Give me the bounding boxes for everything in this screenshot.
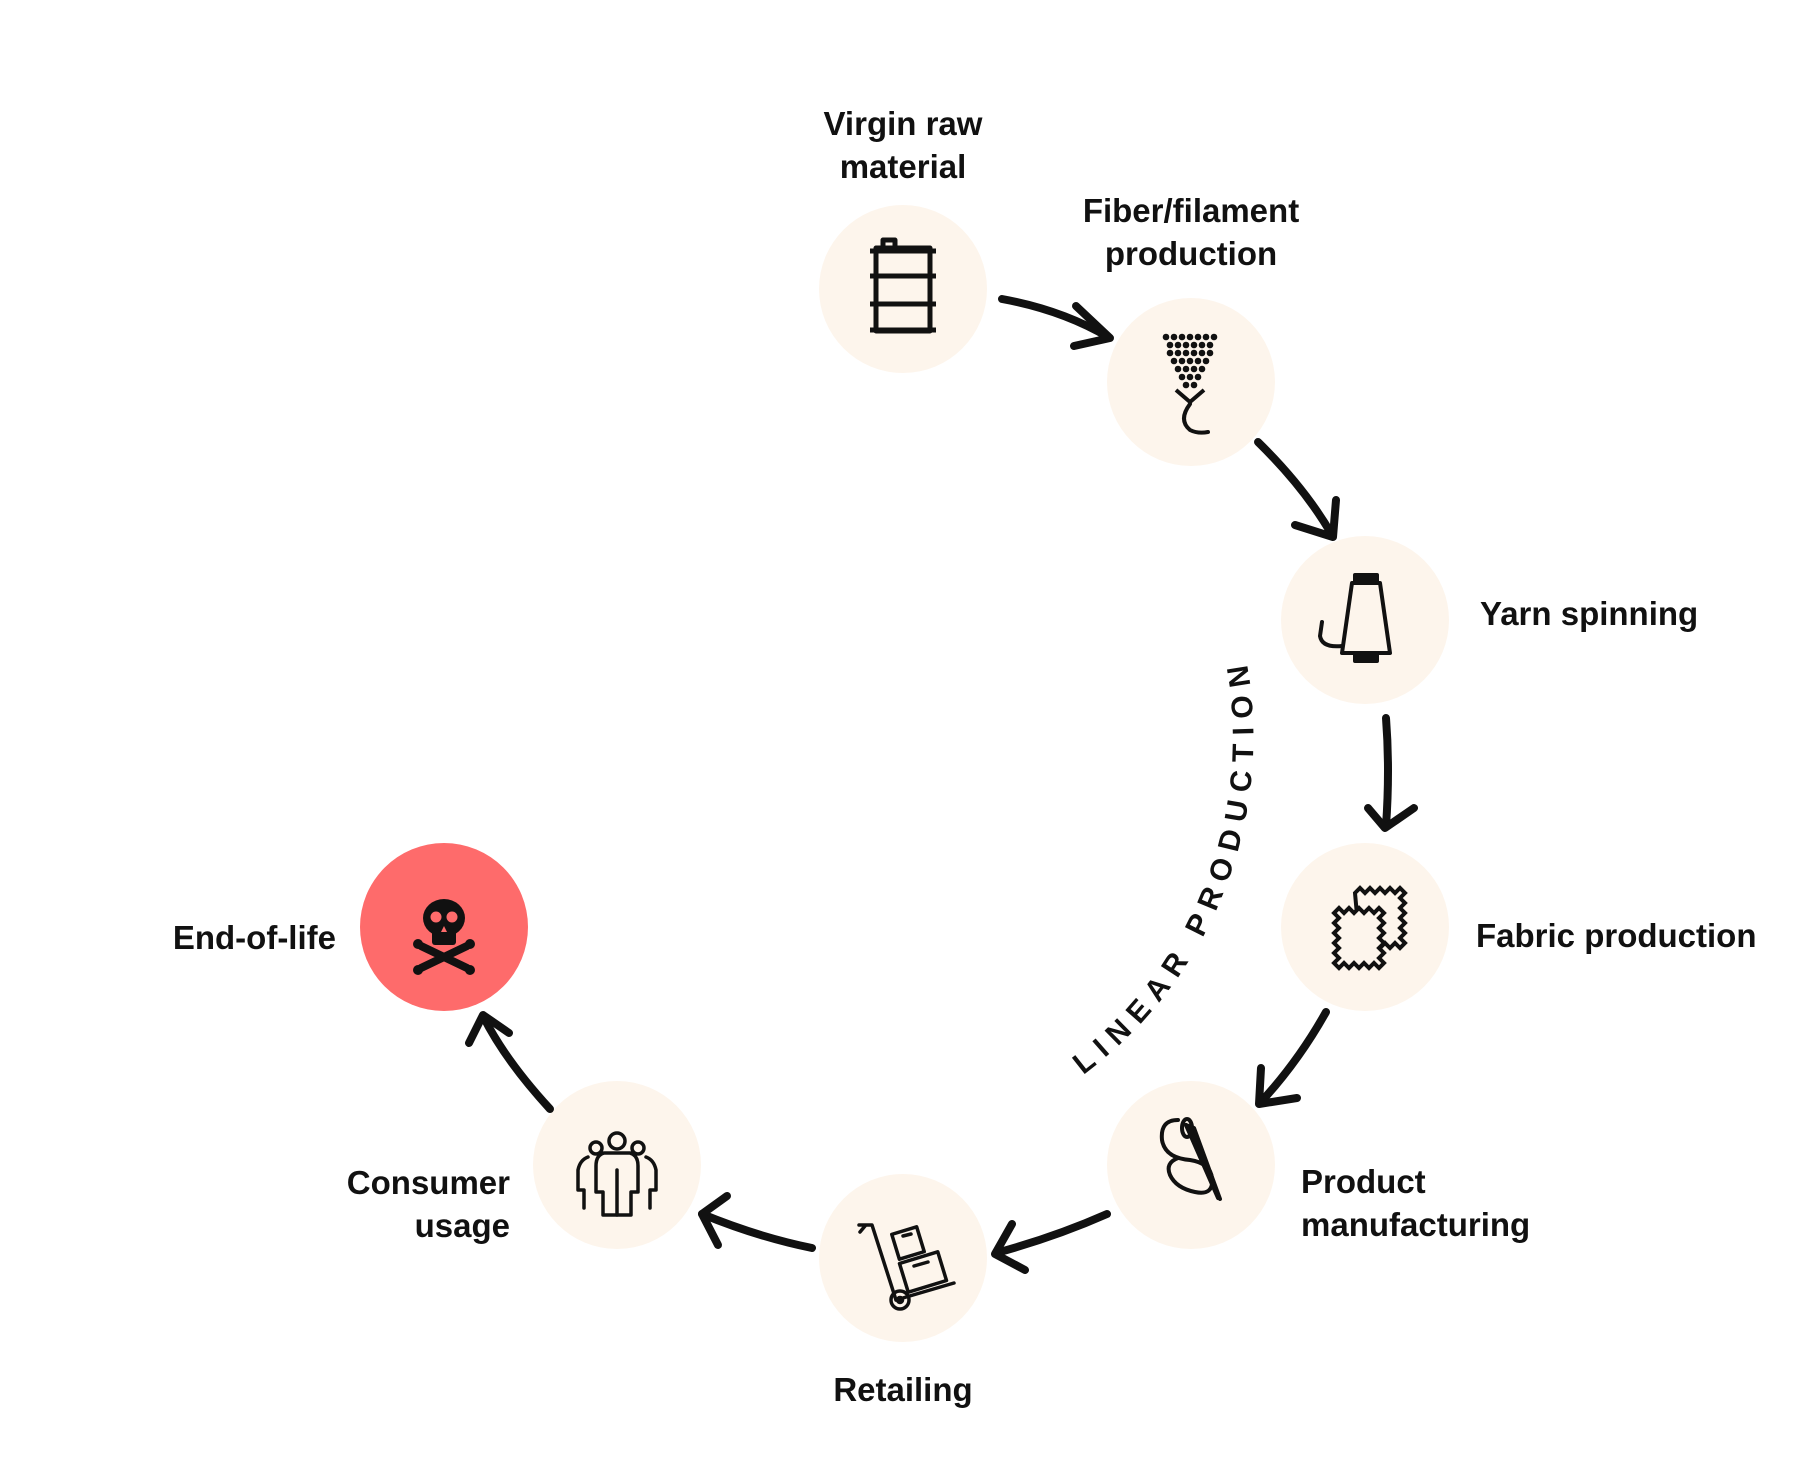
label-fiber-line-2: production [1104, 235, 1278, 272]
people-group-icon [576, 1131, 658, 1217]
node-circle-consumer [533, 1081, 701, 1249]
yarn-cone-icon [1318, 573, 1392, 663]
label-consumer-line-1: Consumer [346, 1164, 510, 1201]
label-fabric: Fabric production [1476, 914, 1757, 957]
node-circle-manufacturing [1107, 1081, 1275, 1249]
label-virgin-line-2: material [839, 148, 967, 185]
needle-thread-icon [1159, 1117, 1222, 1201]
arrow-retail-to-consumer [698, 1192, 816, 1252]
fabric-swatch-icon [1331, 885, 1408, 971]
node-circle-fiber [1107, 298, 1275, 466]
skull-crossbones-icon [413, 899, 475, 975]
label-yarn: Yarn spinning [1480, 592, 1698, 635]
arrow-fabric-to-manufacturing [1255, 1008, 1330, 1108]
label-fiber-line-1: Fiber/filament [1082, 192, 1300, 229]
label-fabric-line-1: Fabric production [1476, 917, 1757, 954]
label-consumer: Consumer usage [310, 1161, 510, 1247]
label-manufacturing: Product manufacturing [1301, 1160, 1530, 1246]
label-manufacturing-line-1: Product [1301, 1163, 1426, 1200]
label-virgin-line-1: Virgin raw [823, 105, 983, 142]
label-virgin: Virgin raw material [788, 102, 1018, 188]
label-manufacturing-line-2: manufacturing [1301, 1206, 1531, 1243]
arrow-virgin-to-fiber [998, 295, 1114, 350]
label-eol: End-of-life [150, 916, 336, 959]
node-circle-yarn [1281, 536, 1449, 704]
hand-truck-icon [857, 1223, 956, 1311]
label-eol-line-1: End-of-life [172, 919, 336, 956]
label-yarn-line-1: Yarn spinning [1480, 595, 1699, 632]
oil-barrel-icon [870, 237, 936, 334]
arrow-fiber-to-yarn [1254, 438, 1340, 541]
label-consumer-line-2: usage [414, 1207, 510, 1244]
arrow-manufacturing-to-retail [991, 1210, 1111, 1274]
label-retail-line-1: Retailing [833, 1371, 973, 1408]
label-retail: Retailing [788, 1368, 1018, 1411]
node-circle-virgin [819, 205, 987, 373]
fiber-spinneret-icon [1162, 333, 1218, 435]
cycle-label: LINEAR PRODUCTION [1067, 654, 1261, 1081]
flow-arrows [465, 295, 1418, 1274]
label-fiber: Fiber/filament production [1076, 189, 1306, 275]
arrow-consumer-to-eol [465, 1011, 554, 1113]
cycle-label-path: LINEAR PRODUCTION [1067, 654, 1252, 1081]
arrow-yarn-to-fabric [1364, 714, 1418, 832]
